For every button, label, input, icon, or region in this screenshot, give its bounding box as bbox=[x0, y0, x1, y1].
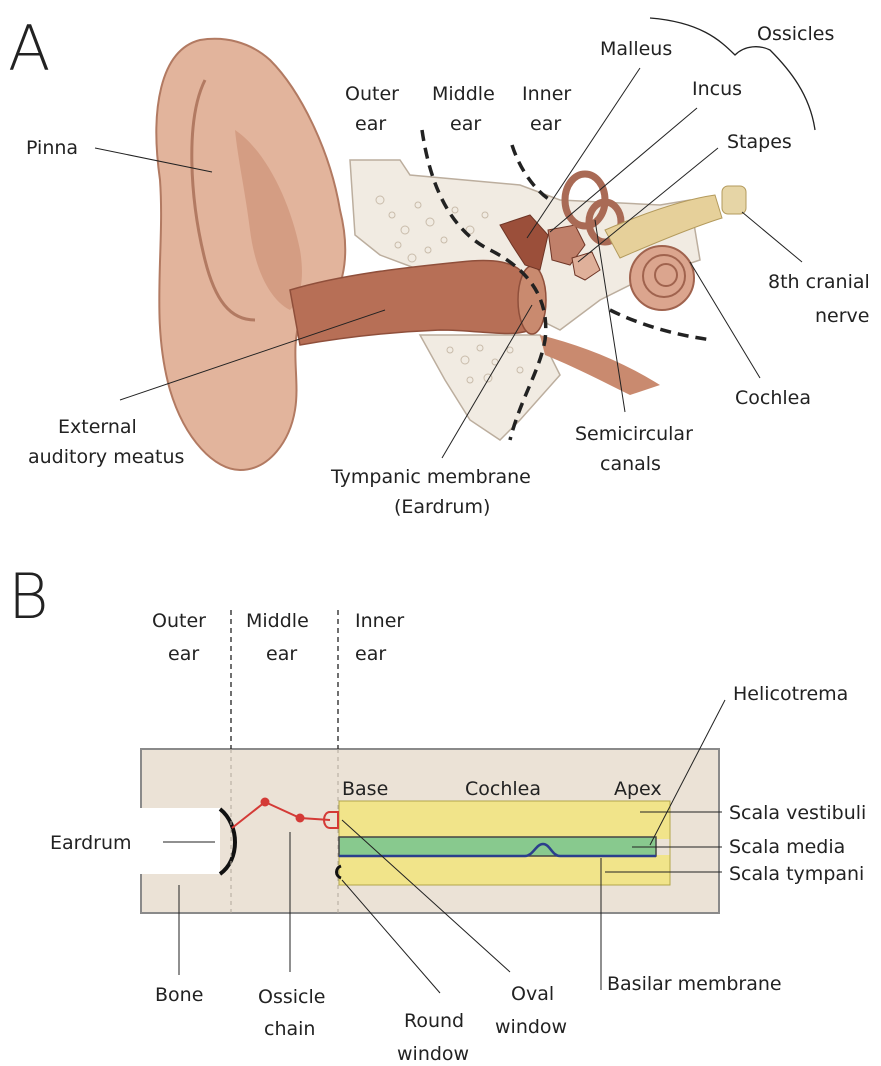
label-bone: Bone bbox=[155, 984, 203, 1006]
ossicle-joint-2 bbox=[296, 814, 305, 823]
label-apex: Apex bbox=[614, 778, 662, 800]
label-helicotrema: Helicotrema bbox=[733, 683, 848, 705]
panel-a-letter: A bbox=[8, 12, 50, 85]
ossicle-joint-1 bbox=[261, 798, 270, 807]
panel-b-letter: B bbox=[8, 560, 49, 633]
label-cochlea-a: Cochlea bbox=[735, 387, 811, 409]
nerve-stump bbox=[722, 186, 746, 214]
label-eardrum: Eardrum bbox=[50, 832, 132, 854]
label-scala-media: Scala media bbox=[729, 836, 845, 858]
leader-nerve bbox=[742, 212, 802, 262]
scala-media bbox=[339, 837, 656, 856]
label-stapes: Stapes bbox=[727, 131, 792, 153]
ear-canal-opening bbox=[130, 808, 220, 874]
label-scala-vestibuli: Scala vestibuli bbox=[729, 802, 866, 824]
label-ossicles: Ossicles bbox=[757, 23, 834, 45]
label-malleus: Malleus bbox=[600, 38, 672, 60]
pinna bbox=[156, 39, 345, 470]
canal-lower bbox=[540, 335, 660, 395]
scala-tympani-region bbox=[339, 855, 670, 885]
label-cochlea-b: Cochlea bbox=[465, 778, 541, 800]
label-incus: Incus bbox=[692, 78, 742, 100]
label-pinna: Pinna bbox=[26, 137, 78, 159]
label-scala-tympani: Scala tympani bbox=[729, 863, 864, 885]
temporal-bone-lower bbox=[420, 335, 560, 440]
label-tympanic: Tympanic membrane(Eardrum) bbox=[330, 466, 531, 518]
boundary-inner-lower bbox=[610, 310, 712, 340]
label-basilar: Basilar membrane bbox=[607, 973, 782, 995]
label-base: Base bbox=[342, 778, 388, 800]
scala-vestibuli-region bbox=[339, 801, 670, 839]
leader-cochlea bbox=[690, 262, 760, 378]
panel-a: A bbox=[8, 12, 870, 518]
